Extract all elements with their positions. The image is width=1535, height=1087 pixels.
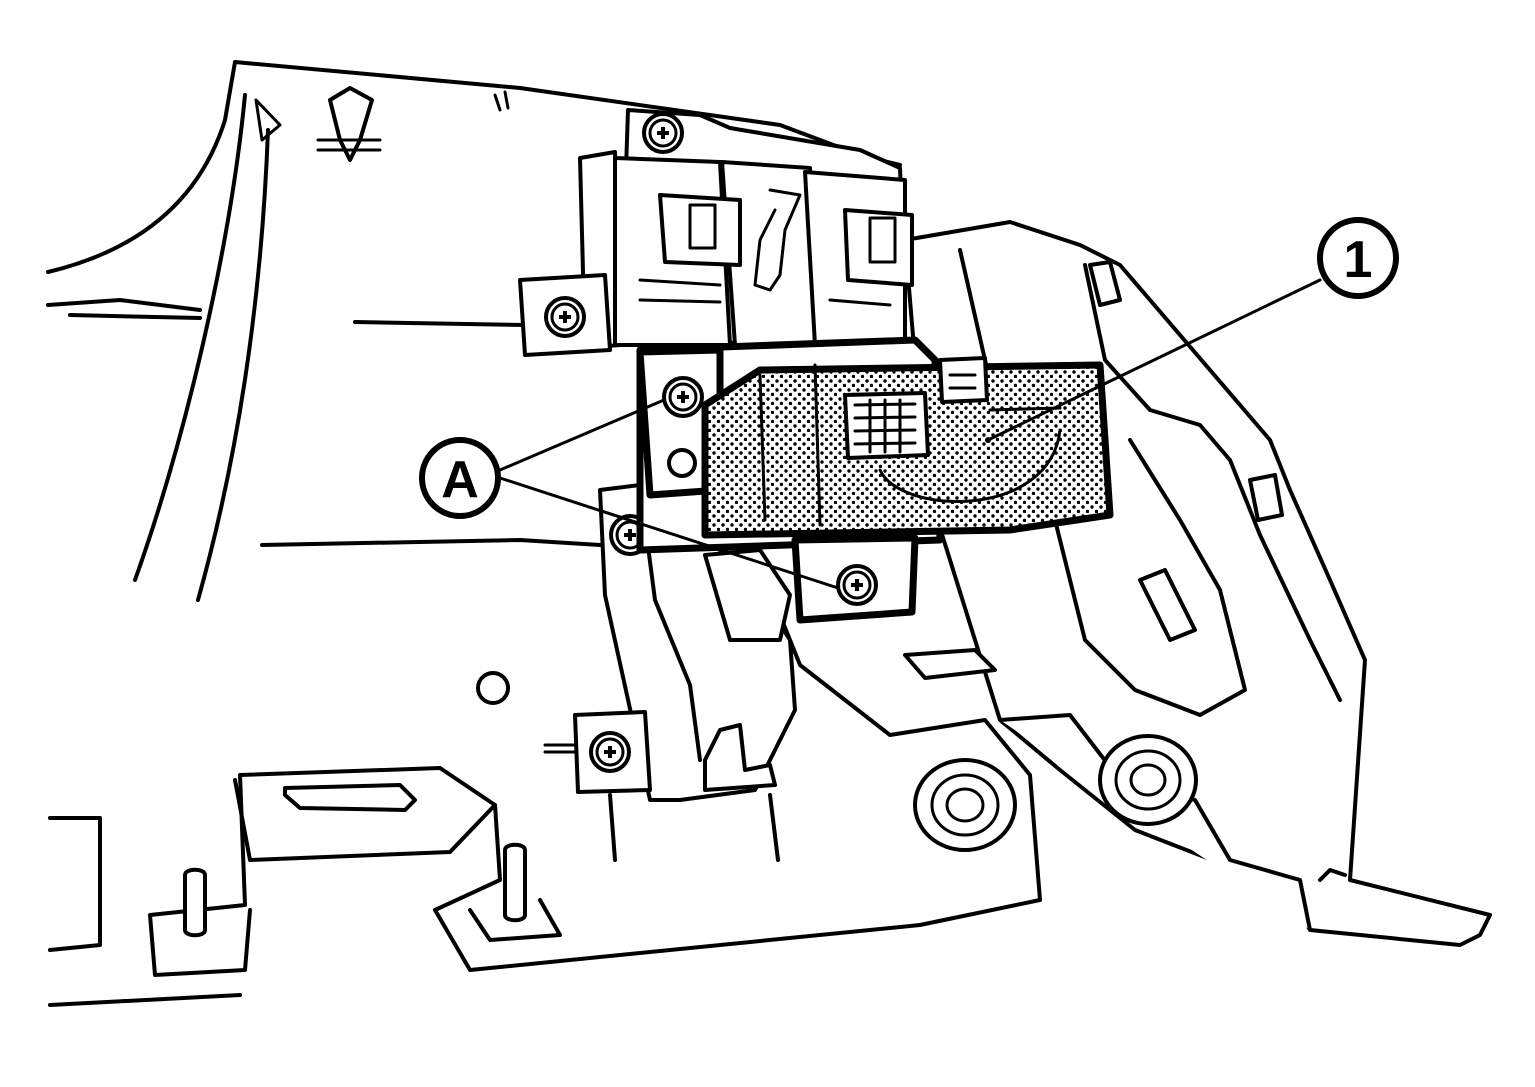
callout-part-1: 1 [1317,217,1399,299]
callout-part-1-label: 1 [1344,231,1373,289]
callout-fastener-a: A [419,437,501,519]
relay-block [518,108,914,357]
leader-line-part-1 [986,278,1322,442]
instrument-panel-outline [46,60,902,602]
callout-leader-lines [498,278,1322,590]
main-support-bracket [903,220,1492,947]
callout-fastener-a-label: A [441,451,479,509]
highlighted-control-module [636,336,1114,624]
lower-bracket-structure [48,589,1042,1007]
leader-line-a-lower [498,476,840,590]
post-lower-bracket [476,671,652,794]
leader-line-a-upper [498,398,666,472]
